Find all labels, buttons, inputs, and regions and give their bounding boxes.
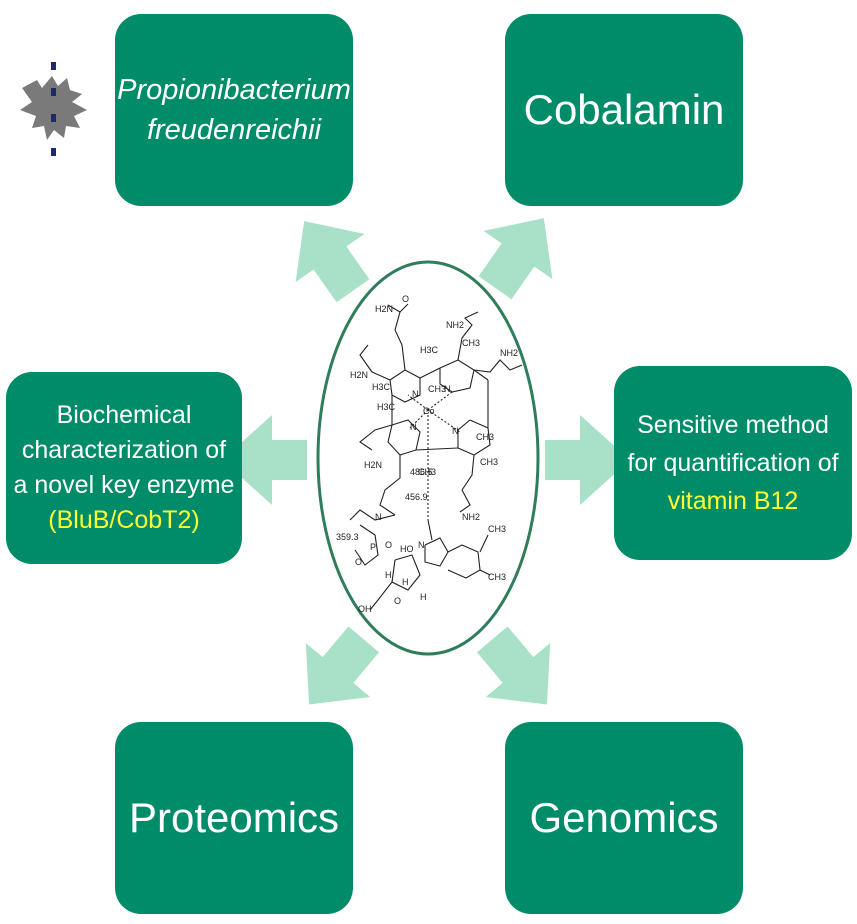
center-ellipse — [316, 260, 540, 656]
biochemical-line4: (BluB/CobT2) — [48, 506, 200, 534]
label-n6: N — [418, 540, 425, 550]
label-o-2: O — [385, 540, 392, 550]
label-nh2-right: NH2 — [500, 348, 518, 358]
arrow-up-right — [478, 218, 553, 300]
label-h2n-left: H2N — [350, 370, 368, 380]
logo-bar-3 — [51, 114, 56, 122]
label-oh: OH — [358, 604, 372, 614]
label-n3: N — [410, 422, 417, 432]
label-n2: N — [444, 384, 451, 394]
sensitive-line2: for quantification of — [627, 449, 839, 477]
logo-bar-1 — [51, 62, 56, 70]
arrow-up-left — [295, 221, 370, 303]
label-nh2-bottom: NH2 — [462, 512, 480, 522]
logo-bar-2 — [51, 88, 56, 96]
label-n5: N — [375, 512, 382, 522]
logo-flame — [20, 76, 87, 140]
label-h-3: H — [420, 592, 427, 602]
label-o-1: O — [355, 557, 362, 567]
label-o-top: O — [402, 294, 409, 304]
molecule-labels: H2N O NH2 NH2 H2N H3C H3C H3C CH3 CH3 CH… — [336, 294, 518, 614]
label-h3c-2: H3C — [372, 382, 391, 392]
molecule-bonds — [349, 303, 523, 611]
label-359: 359.3 — [336, 532, 359, 542]
arrow-right — [545, 415, 630, 505]
label-h-1: H — [385, 570, 392, 580]
label-h-2: H — [402, 577, 409, 587]
label-co: Co — [423, 406, 435, 416]
label-h3c-mid: CH3 — [418, 467, 436, 477]
box-genomics: Genomics — [505, 722, 743, 914]
label-h2n-top: H2N — [375, 304, 393, 314]
arrow-down-right — [476, 626, 551, 705]
label-h2n-mid: H2N — [364, 460, 382, 470]
university-logo — [20, 62, 87, 156]
label-h3c-1: H3C — [420, 345, 439, 355]
label-ch3-4: CH3 — [480, 457, 498, 467]
label-ch3-3: CH3 — [476, 432, 494, 442]
label-486: 486.5 — [410, 467, 433, 477]
genomics-label: Genomics — [529, 794, 719, 841]
sensitive-line1: Sensitive method — [637, 411, 829, 439]
arrow-down-left — [305, 626, 380, 705]
box-sensitive-method: Sensitive method for quantification of v… — [614, 366, 852, 560]
logo-bar-4 — [51, 148, 56, 156]
label-p: P — [370, 542, 376, 552]
label-n1: N — [412, 389, 419, 399]
label-ho: HO — [400, 544, 414, 554]
label-456: 456.9 — [405, 492, 428, 502]
propionibacterium-line1: Propionibacterium — [117, 74, 351, 106]
box-proteomics: Proteomics — [115, 722, 353, 914]
label-ch3-benz-2: CH3 — [488, 572, 506, 582]
label-nh2-top-right: NH2 — [446, 320, 464, 330]
label-ch3-1: CH3 — [462, 338, 480, 348]
label-ch3-benz-1: CH3 — [488, 524, 506, 534]
label-n4: N — [452, 426, 459, 436]
cobalamin-label: Cobalamin — [523, 86, 725, 133]
box-cobalamin: Cobalamin — [505, 14, 743, 206]
biochemical-line1: Biochemical — [56, 401, 192, 429]
proteomics-label: Proteomics — [128, 794, 340, 841]
label-ch3-2: CH3 — [428, 384, 446, 394]
biochemical-line2: characterization of — [21, 436, 227, 464]
propionibacterium-line2: freudenreichii — [146, 114, 322, 146]
box-biochemical: Biochemical characterization of a novel … — [6, 372, 242, 564]
biochemical-line3: a novel key enzyme — [13, 471, 235, 499]
box-propionibacterium: Propionibacterium freudenreichii — [115, 14, 353, 206]
label-o-3: O — [394, 596, 401, 606]
label-h3c-3: H3C — [377, 402, 396, 412]
sensitive-line3: vitamin B12 — [667, 487, 799, 515]
arrow-left — [222, 415, 307, 505]
